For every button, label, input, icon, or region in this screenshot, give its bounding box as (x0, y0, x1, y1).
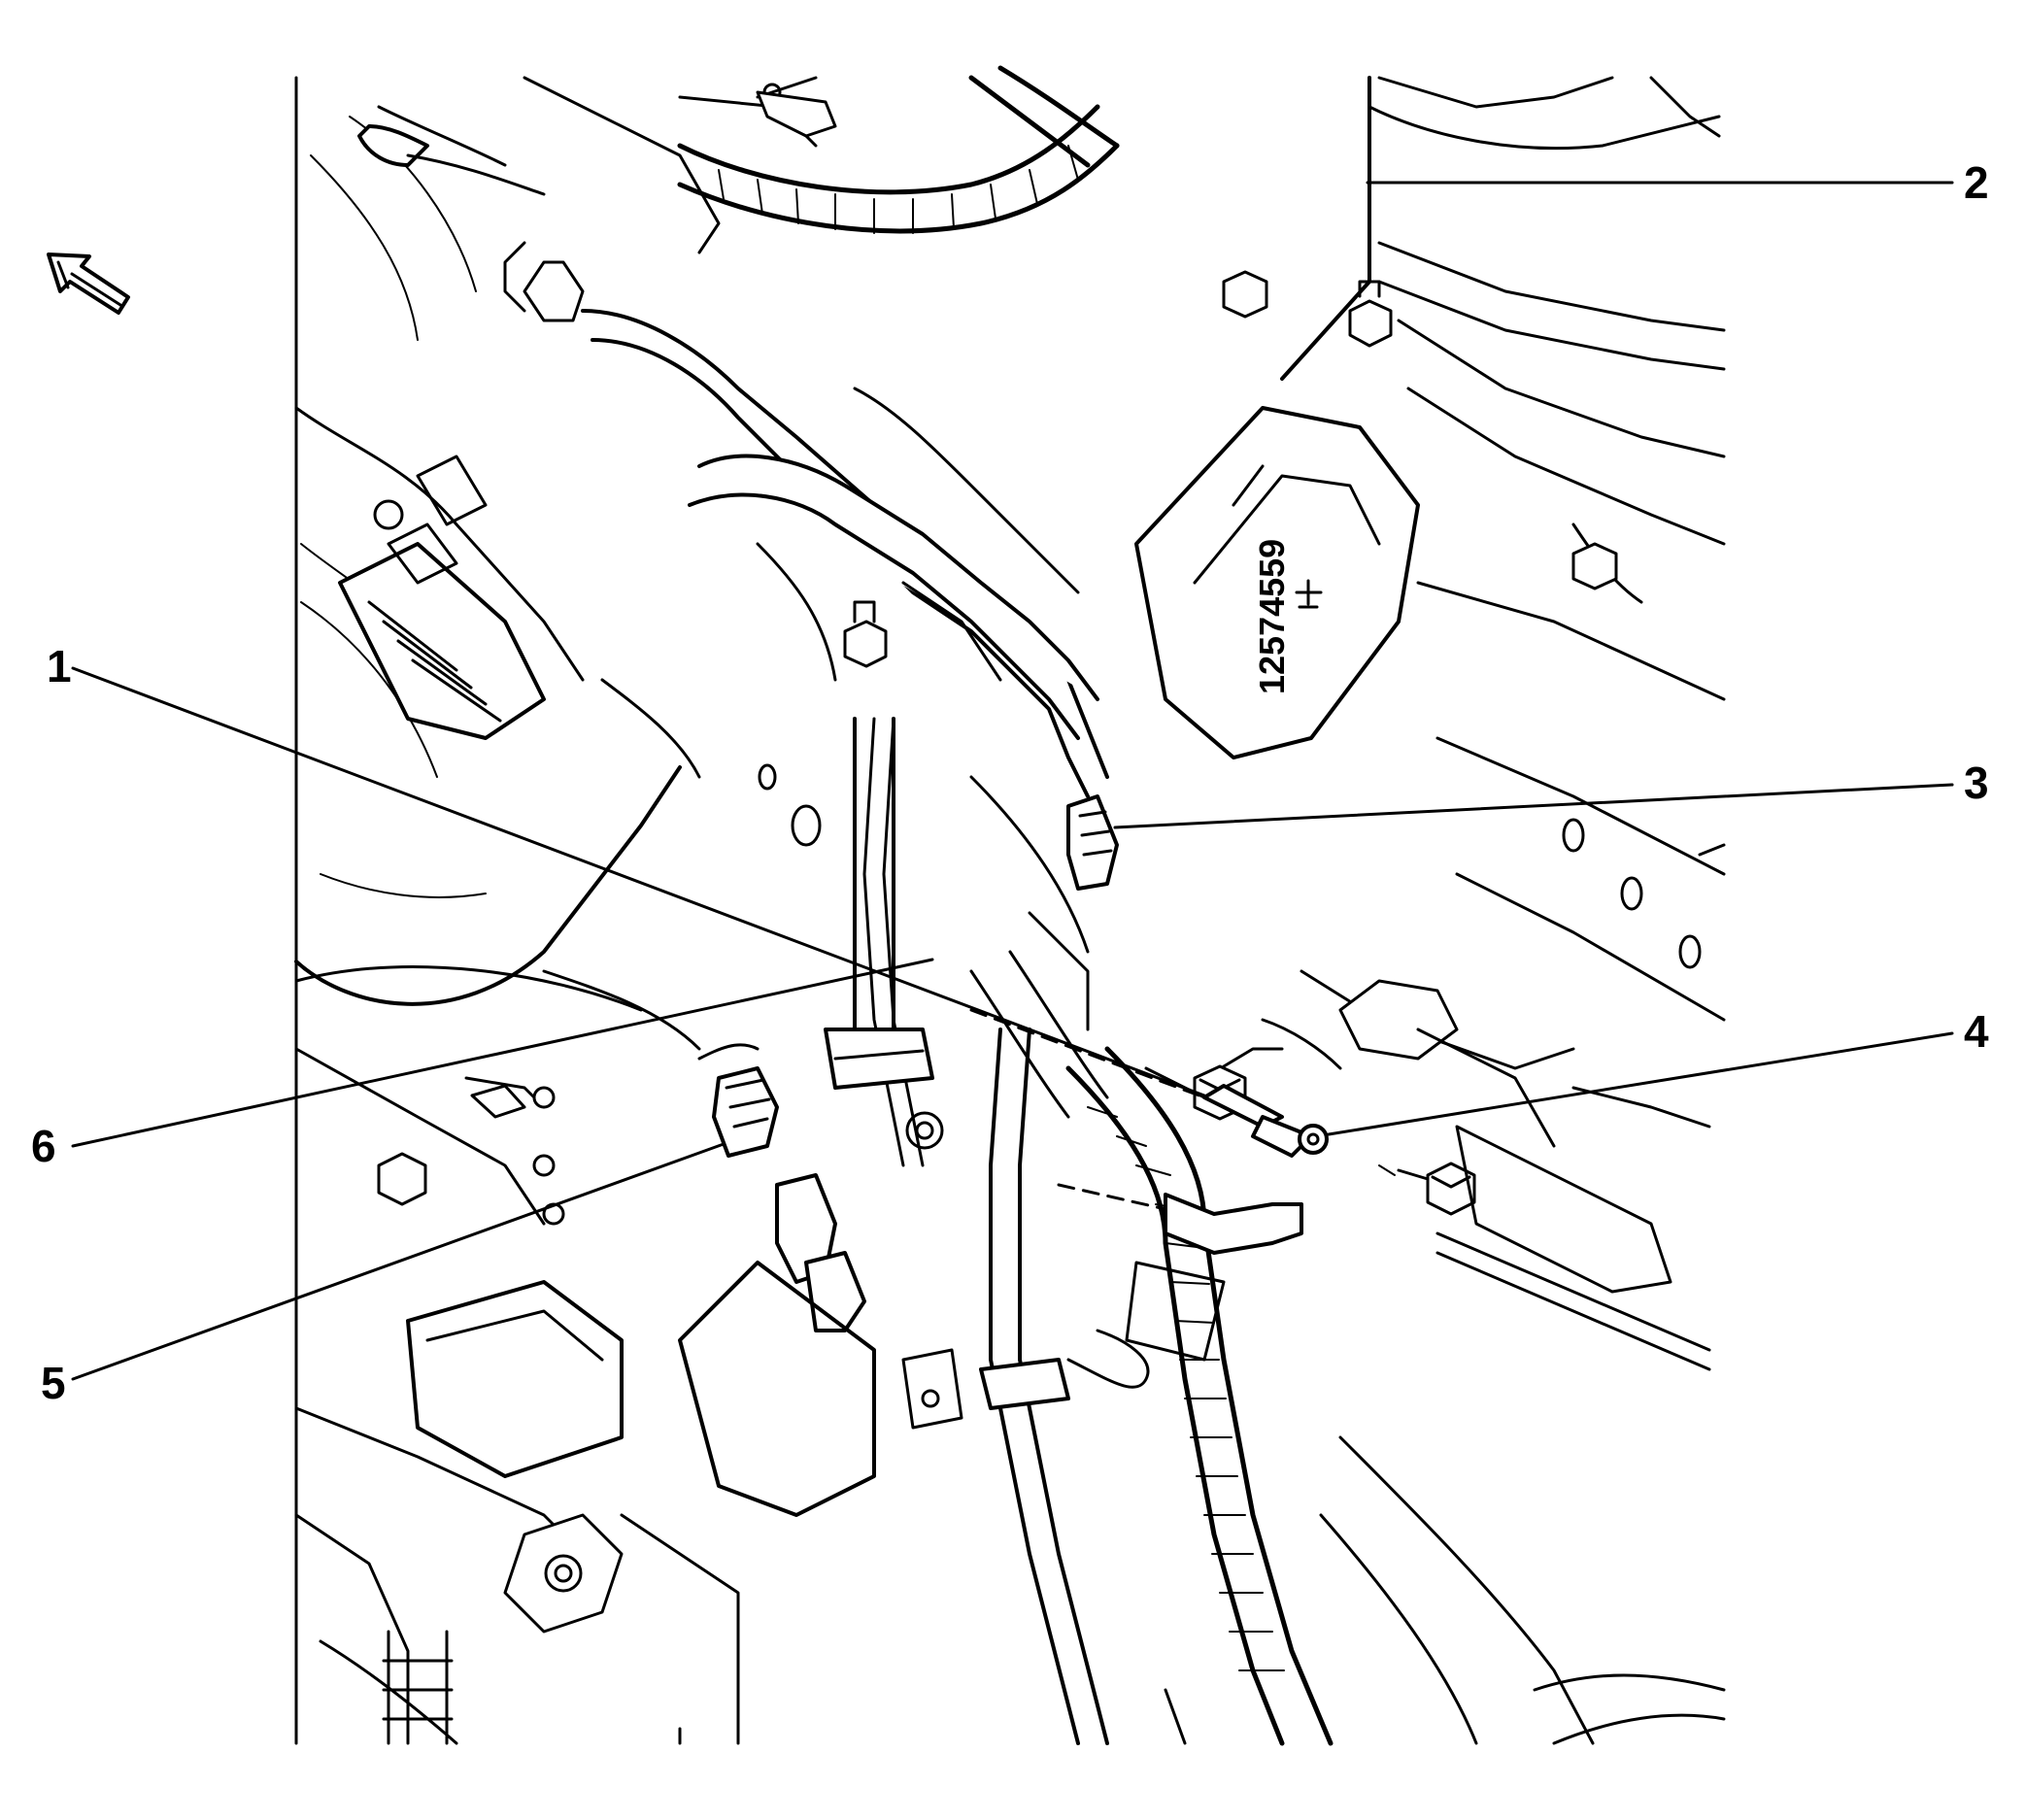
callout-4: 4 (1964, 1006, 1989, 1057)
wiring-harness-lower (969, 950, 1334, 1746)
stamped-bracket: 12574559 (1134, 406, 1420, 759)
lower-lines (862, 717, 1150, 1745)
bolt-right (1571, 542, 1618, 590)
lower-right-structure (1125, 969, 1726, 1745)
stud-nut (843, 600, 888, 668)
bolt-callout-4 (1378, 1162, 1476, 1216)
ground-strap (969, 1008, 1329, 1211)
leader-line-5 (71, 1142, 726, 1381)
callout-leaders (71, 181, 1954, 1381)
illustration-area: 12574559 (294, 65, 1726, 1746)
sensor-connectors (697, 717, 1119, 1332)
callout-2: 2 (1964, 157, 1989, 208)
forward-arrow-icon (47, 253, 130, 315)
leader-line-4 (1327, 1031, 1954, 1136)
part-number-stamp: 12574559 (1252, 539, 1292, 694)
connector-module (338, 455, 546, 740)
callout-3: 3 (1964, 758, 1989, 808)
callout-numbers: 1 2 3 4 5 6 (31, 157, 1989, 1408)
callout-1: 1 (47, 641, 72, 691)
leader-line-3 (1113, 783, 1954, 829)
sensor-connector-5 (697, 1043, 779, 1158)
sensor-connector-3 (1066, 794, 1119, 891)
bolts (377, 270, 1618, 1216)
lower-block (382, 1261, 876, 1745)
transmission-housing (294, 76, 682, 1745)
callout-6: 6 (31, 1121, 56, 1171)
sensor-connector-6 (775, 1173, 866, 1332)
upper-bracket (357, 76, 837, 254)
bolt-lower-left (377, 1152, 427, 1206)
misc-details (464, 542, 1342, 1745)
callout-5: 5 (41, 1358, 66, 1408)
coolant-hoses (503, 241, 1109, 798)
leader-line-1 (71, 666, 1206, 1097)
wiring-harness-upper (677, 65, 1120, 234)
leader-line-6 (71, 958, 934, 1148)
bolt-upper-right (1348, 280, 1393, 348)
bolt-mid (1222, 270, 1268, 319)
